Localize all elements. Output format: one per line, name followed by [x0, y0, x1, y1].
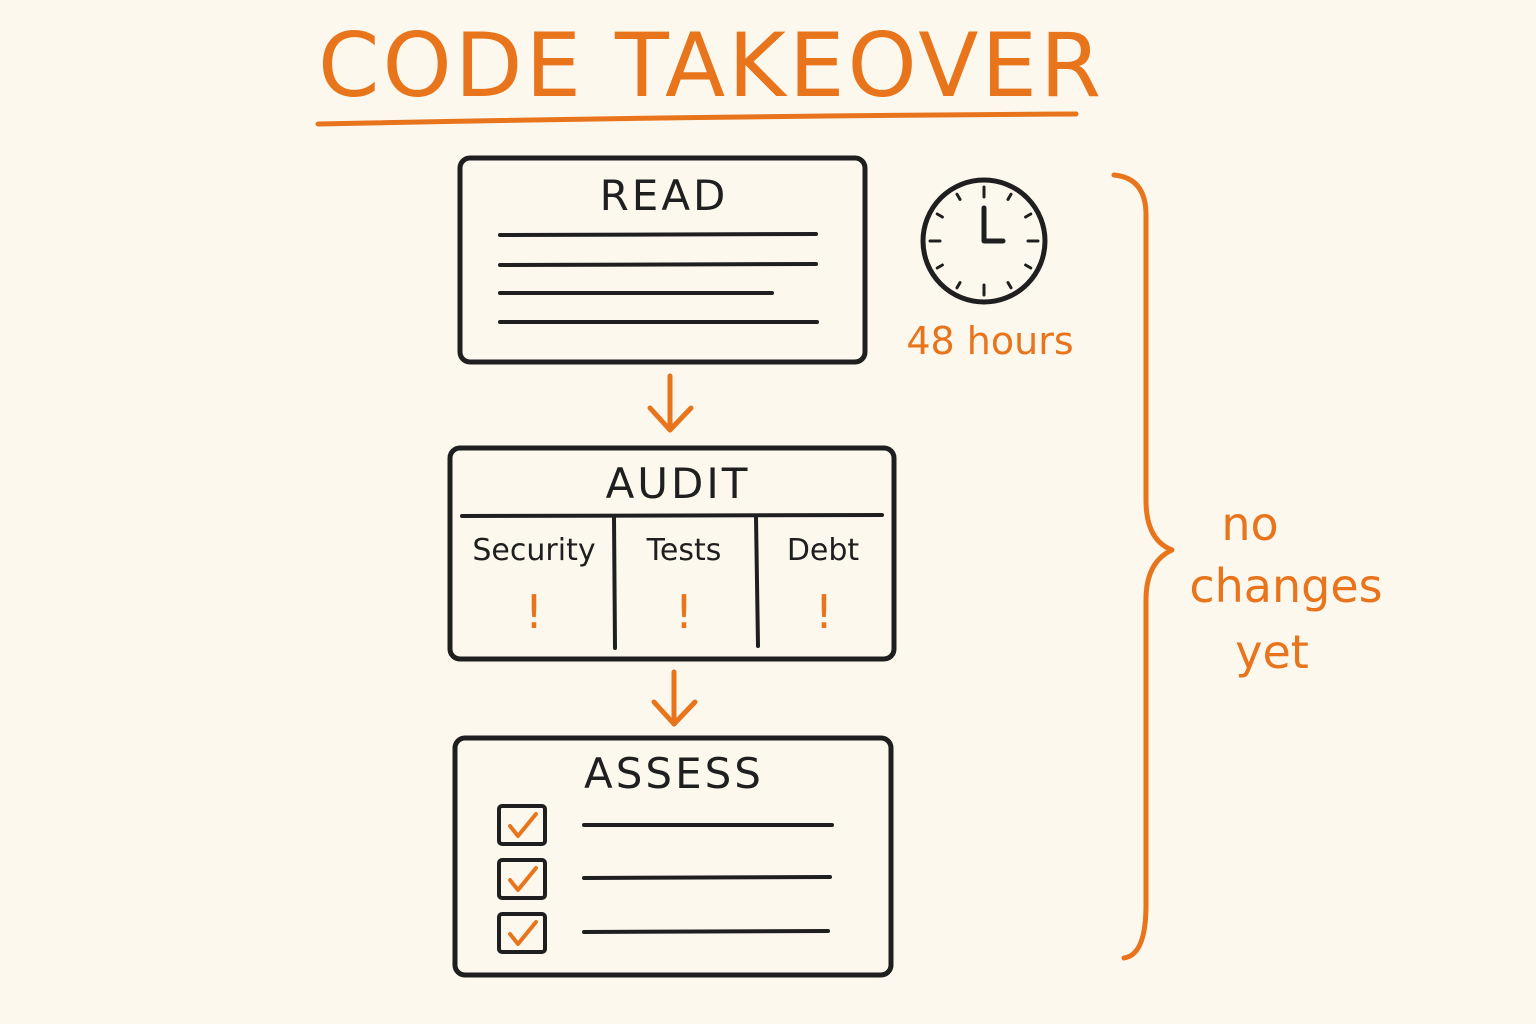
clock-tick	[1006, 192, 1013, 201]
clock-tick	[935, 263, 944, 270]
checkmark-icon	[508, 812, 538, 838]
audit-column-security: Security !	[472, 533, 595, 639]
read-box-title: READ	[600, 171, 729, 220]
read-text-lines	[498, 232, 819, 324]
clock-tick	[1024, 263, 1033, 270]
clock-icon	[920, 177, 1048, 305]
clock-tick	[1024, 212, 1033, 219]
brace-note: no changes yet	[1189, 497, 1382, 679]
warning-mark: !	[675, 585, 693, 639]
scope-brace	[1111, 172, 1175, 961]
timer-label: 48 hours	[906, 319, 1073, 363]
clock-tick	[955, 192, 962, 201]
clock-tick	[1006, 281, 1013, 290]
checkmark-icon	[508, 920, 538, 946]
brace-note-line: yet	[1235, 625, 1309, 679]
clock-tick	[935, 212, 944, 219]
checklist-item	[497, 858, 832, 900]
diagram-title: CODE TAKEOVER	[318, 14, 1104, 117]
checkbox-checked	[497, 804, 547, 846]
audit-box: AUDIT Security ! Tests ! Debt !	[447, 445, 897, 662]
audit-box-title: AUDIT	[606, 459, 751, 508]
title-underline	[315, 111, 1079, 127]
assess-box: ASSESS	[452, 735, 894, 978]
checkbox-checked	[497, 912, 547, 954]
brace-note-line: no	[1221, 497, 1278, 551]
read-box: READ	[457, 155, 868, 365]
brace-note-line: changes	[1189, 559, 1382, 613]
clock-tick	[955, 281, 962, 290]
audit-column-tests: Tests !	[646, 533, 722, 639]
warning-mark: !	[815, 585, 833, 639]
arrow-audit-to-assess	[651, 669, 698, 727]
checklist-item	[497, 912, 830, 954]
audit-column-label: Security	[472, 533, 595, 568]
arrow-read-to-audit	[647, 373, 694, 433]
audit-column-label: Debt	[787, 533, 860, 568]
checkbox-checked	[497, 858, 547, 900]
checkmark-icon	[508, 866, 538, 892]
audit-column-label: Tests	[646, 533, 722, 568]
assess-box-title: ASSESS	[584, 749, 764, 798]
audit-column-debt: Debt !	[787, 533, 860, 639]
warning-mark: !	[525, 585, 543, 639]
checklist-item	[497, 804, 834, 846]
